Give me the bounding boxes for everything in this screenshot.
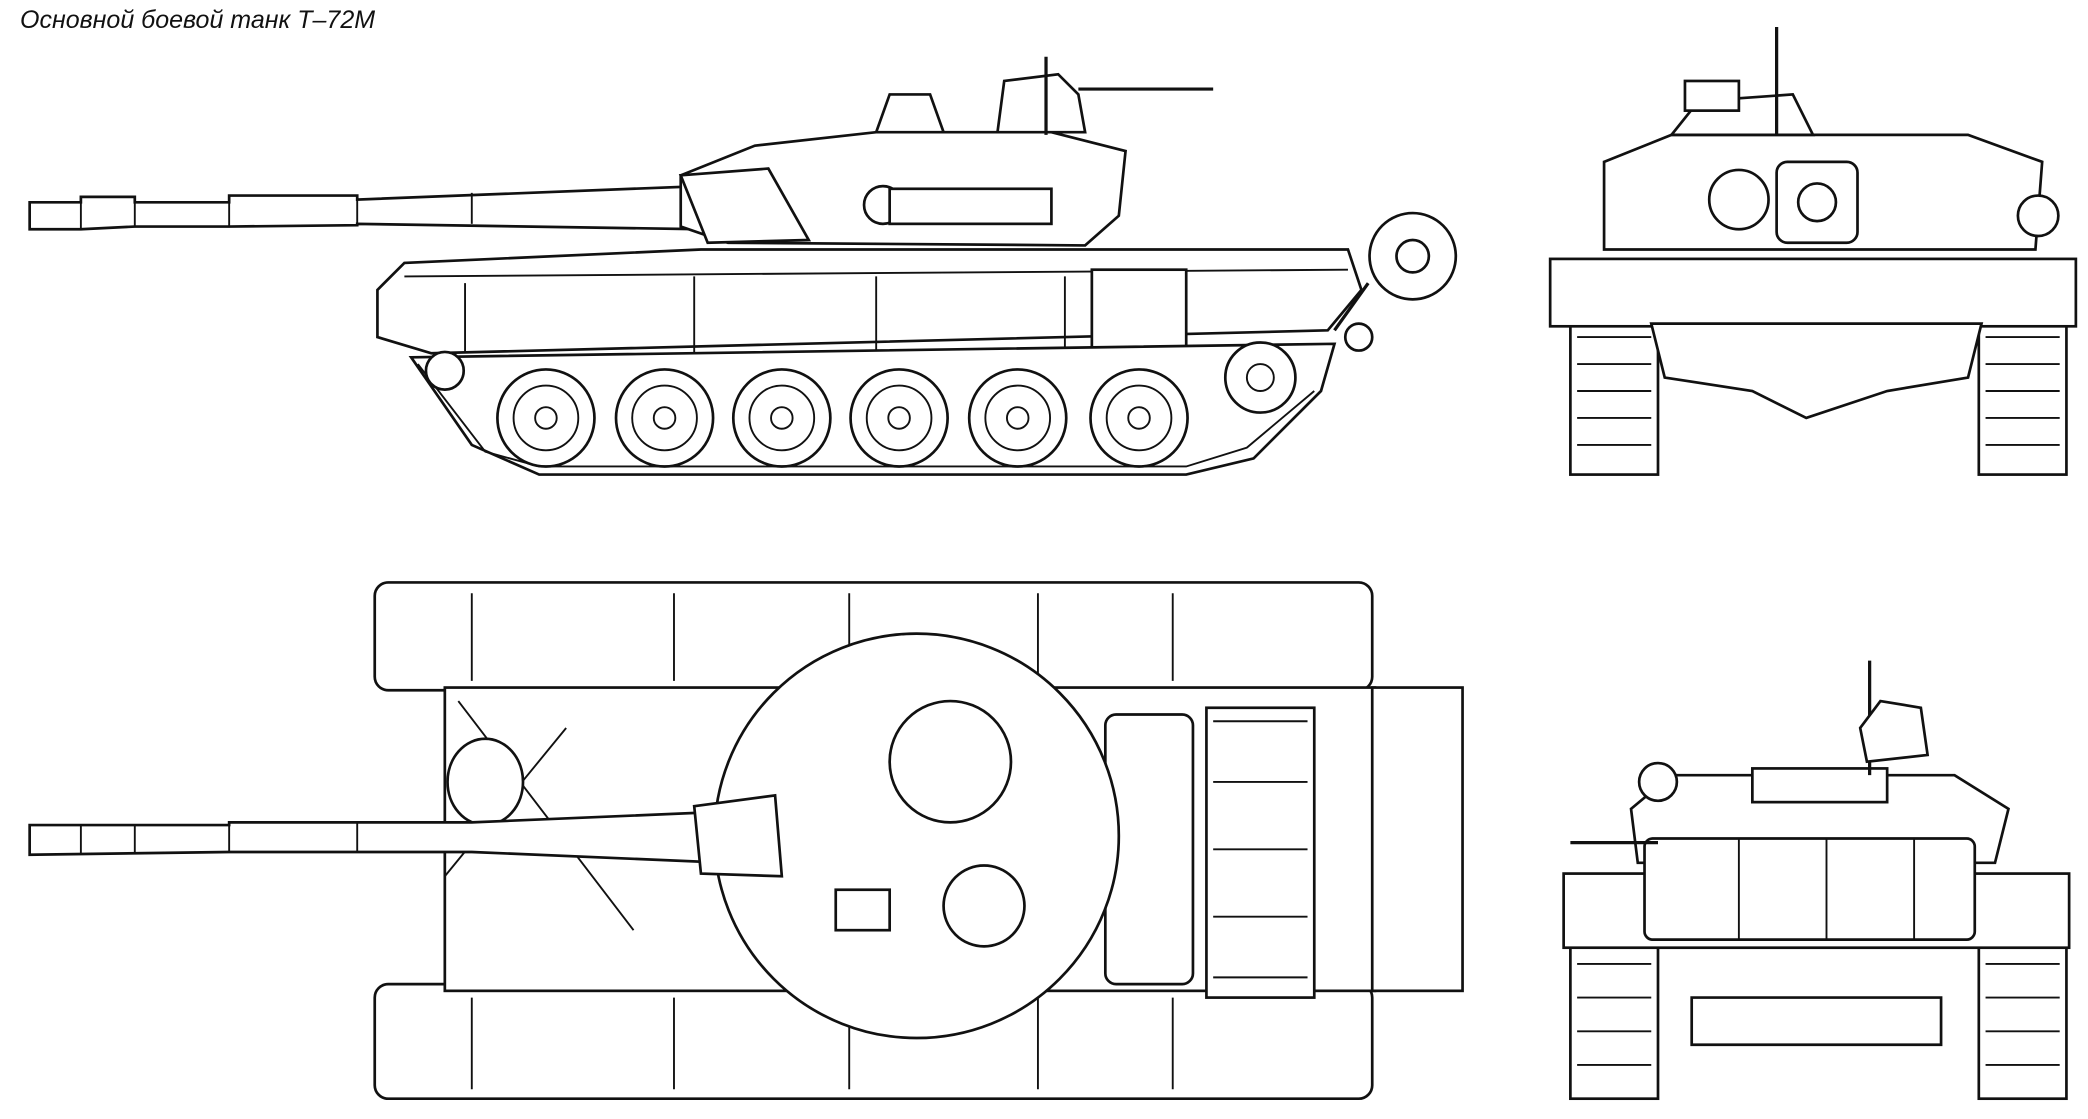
drawing-title: Основной боевой танк Т–72М — [20, 6, 376, 34]
rear-view — [1562, 660, 2071, 1101]
road-wheels — [424, 341, 1297, 468]
side-view — [28, 56, 1458, 476]
top-view — [28, 581, 1464, 1101]
front-view — [1548, 27, 2078, 476]
